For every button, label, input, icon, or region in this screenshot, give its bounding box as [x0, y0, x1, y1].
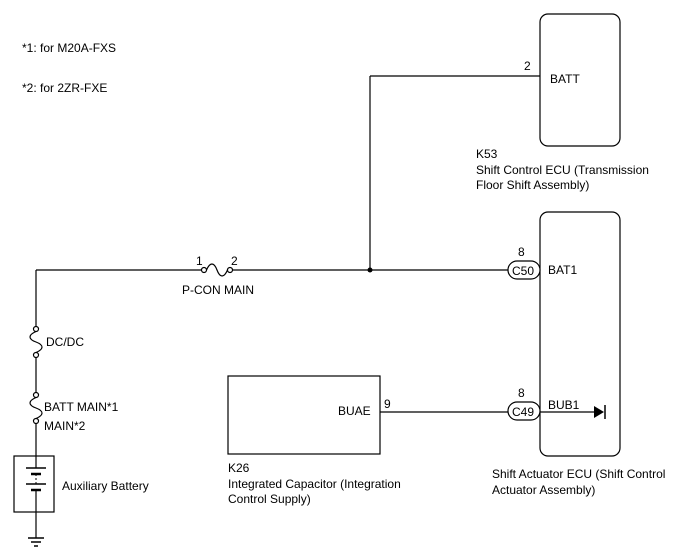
k53-name-line1: Shift Control ECU (Transmission: [476, 163, 649, 177]
integrated-capacitor-box: [227, 375, 381, 455]
battery-icon: [26, 456, 46, 512]
ground-icon: [28, 537, 44, 547]
k26-name-line2: Control Supply): [228, 492, 311, 506]
shift-actuator-ecu-box: [539, 211, 621, 457]
actuator-name-line1: Shift Actuator ECU (Shift Control: [492, 467, 665, 481]
connector-c50-label: C50: [512, 264, 534, 278]
note-2: *2: for 2ZR-FXE: [22, 81, 107, 95]
note-1: *1: for M20A-FXS: [22, 41, 116, 55]
dcdc-fuse-icon: [29, 330, 43, 354]
actuator-name-line2: Actuator Assembly): [492, 483, 595, 497]
pcon-pin-2: 2: [231, 254, 238, 268]
batt-main-fuse-icon: [29, 396, 43, 420]
k26-code: K26: [228, 461, 250, 475]
k26-pin-9: 9: [384, 397, 391, 411]
connector-c49: [507, 401, 541, 421]
k53-pin-2: 2: [524, 59, 531, 73]
diode-icon: [594, 406, 604, 418]
batt-main-terminal-top: [32, 391, 40, 399]
k26-name-line1: Integrated Capacitor (Integration: [228, 477, 401, 491]
c50-pin-8: 8: [518, 245, 525, 259]
k53-name-line2: Floor Shift Assembly): [476, 178, 589, 192]
k53-code: K53: [476, 147, 498, 161]
dcdc-terminal-top: [32, 325, 40, 333]
connector-c49-label: C49: [512, 405, 534, 419]
actuator-terminal-bub1: BUB1: [548, 398, 580, 412]
auxiliary-battery-label: Auxiliary Battery: [62, 479, 149, 493]
batt-main-terminal-bottom: [32, 417, 40, 425]
main-label: MAIN*2: [44, 419, 86, 433]
k53-terminal-batt: BATT: [550, 72, 580, 86]
pcon-main-fuse-icon: [205, 263, 229, 277]
batt-main-label: BATT MAIN*1: [44, 400, 119, 414]
pcon-main-label: P-CON MAIN: [182, 283, 254, 297]
shift-control-ecu-box: [539, 13, 621, 147]
dcdc-terminal-bottom: [32, 351, 40, 359]
pcon-terminal-2: [226, 266, 234, 274]
k26-terminal-buae: BUAE: [338, 404, 371, 418]
c49-pin-8: 8: [518, 386, 525, 400]
pcon-pin-1: 1: [196, 254, 203, 268]
actuator-terminal-bat1: BAT1: [548, 263, 577, 277]
dcdc-label: DC/DC: [46, 335, 84, 349]
pcon-terminal-1: [200, 266, 208, 274]
